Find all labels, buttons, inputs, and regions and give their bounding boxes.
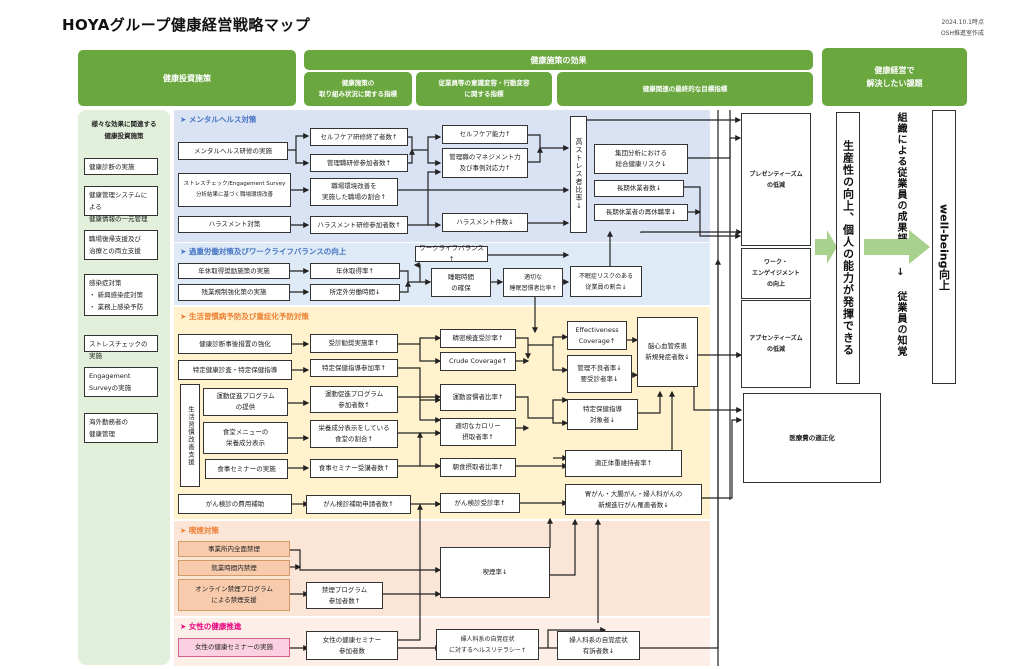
- arrow-icon: [815, 230, 837, 264]
- mental-goal-3: 長期休業者の再休職率↓: [594, 204, 688, 221]
- smoking-kpi-1: 禁煙プログラム 参加者数↑: [306, 582, 383, 609]
- issue-productivity: 生産性の向上、個人の能力が発揮できる: [836, 112, 860, 384]
- lifestyle-measure-3: 運動促進プログラム の提供: [203, 388, 288, 416]
- lifestyle-kpi-4: 栄養成分表示をしている 食堂の割合↑: [310, 420, 398, 448]
- header-investment: 健康投資施策: [78, 50, 296, 106]
- lifestyle-support: 生活習慣改善支援: [180, 384, 200, 487]
- overwork-measure-1: 年休取得奨励施策の実施: [178, 263, 290, 279]
- outcome-presenteeism: プレゼンティーズム の低減: [741, 113, 811, 246]
- smoking-measure-2: 就業時間内禁煙: [178, 560, 290, 576]
- left-item: 健康診断の実施: [84, 158, 158, 175]
- overwork-kpi-1: 年休取得率↑: [310, 263, 400, 279]
- section-women-title: ➤ 女性の健康推進: [180, 622, 242, 631]
- left-item: 感染症対策 ・ 新興感染症対策 ・ 業務上感染予防: [84, 274, 158, 316]
- lifestyle-measure-1: 健康診断事後措置の強化: [178, 334, 292, 354]
- outcome-engagement: ワーク・ エンゲイジメント の向上: [741, 248, 811, 299]
- lifestyle-behavior-5: 朝食摂取者比率↑: [440, 458, 516, 477]
- section-overwork-title: ➤ 過重労働対策及びワークライフバランスの向上: [180, 247, 347, 256]
- section-mental-title: ➤ メンタルヘルス対策: [180, 115, 257, 124]
- lifestyle-goal-1: Effectiveness Coverage↑: [567, 321, 627, 350]
- smoking-measure-3: オンライン禁煙プログラム による禁煙支援: [178, 579, 290, 611]
- page-title: HOYAグループ健康経営戦略マップ: [62, 16, 311, 34]
- mental-behavior-1: セルフケア能力↑: [442, 125, 528, 144]
- cardiovascular-onset: 脳心血管疾患 新規発症者数↓: [637, 317, 698, 387]
- header-effects-sub-1: 健康施策の 取り組み状況に関する指標: [304, 72, 412, 106]
- lifestyle-kpi-3: 運動促進プログラム 参加者数↑: [310, 386, 398, 413]
- sleep-time: 睡眠時間 の確保: [431, 268, 491, 297]
- mental-measure-3: ハラスメント対策: [178, 216, 291, 233]
- left-item: Engagement Surveyの実施: [84, 367, 158, 397]
- women-behavior-1: 婦人科系の自覚症状 に対するヘルスリテラシー↑: [436, 629, 539, 660]
- left-item: 職場復帰支援及び 治療との両立支援: [84, 230, 158, 260]
- issue-wellbeing-label: well-being向上: [937, 203, 951, 291]
- mental-kpi-1: セルフケア研修終了者数↑: [310, 128, 408, 146]
- lifestyle-measure-6: がん検診の費用補助: [178, 494, 292, 514]
- lifestyle-behavior-4: 適切なカロリー 摂取者率↑: [440, 418, 516, 446]
- women-measure-1: 女性の健康セミナーの実施: [178, 638, 290, 657]
- women-kpi-1: 女性の健康セミナー 参加者数: [306, 631, 398, 660]
- lifestyle-kpi-5: 食事セミナー受講者数↑: [310, 459, 398, 478]
- header-effects-sub-2: 従業員等の意識変容・行動変容 に関する指標: [416, 72, 552, 106]
- issue-wellbeing: well-being向上: [932, 110, 956, 384]
- lifestyle-kpi-6: がん検診補助申請者数↑: [306, 495, 411, 514]
- women-goal-1: 婦人科系の自覚症状 有訴者数↓: [557, 631, 640, 660]
- meta-author: OSH推進室作成: [940, 30, 984, 37]
- lifestyle-goal-3: 特定保健指導 対象者↓: [567, 399, 638, 430]
- arrow-icon: [864, 230, 930, 264]
- outcome-absenteeism: アブセンティーズム の低減: [741, 300, 811, 388]
- mental-goal-2: 長期休業者数↓: [594, 180, 684, 197]
- mental-measure-2: ストレスチェック/Engagement Survey 分析結果に基づく職場環境改…: [178, 173, 291, 207]
- mental-kpi-2: 管理職研修参加者数↑: [310, 154, 408, 172]
- lifestyle-behavior-3: 運動習慣者比率↑: [440, 384, 516, 411]
- lifestyle-goal-4: 適正体重維持者率↑: [565, 450, 682, 477]
- header-effects: 健康施策の効果: [304, 50, 813, 70]
- mental-kpi-3: 職場環境改善を 実施した職場の割合↑: [310, 178, 398, 206]
- mental-kpi-4: ハラスメント研修参加者数↑: [310, 216, 408, 234]
- header-issues: 健康経営で 解決したい課題: [822, 48, 967, 106]
- sleep-habit-ratio: 適切な 睡眠習慣者比率↑: [503, 268, 563, 297]
- section-smoking-title: ➤ 喫煙対策: [180, 526, 219, 535]
- mental-goal-1: 集団分析における 総合健康リスク↓: [594, 144, 688, 174]
- lifestyle-behavior-1: 精密検査受診率↑: [440, 329, 516, 348]
- left-item: 海外勤務者の 健康管理: [84, 413, 158, 443]
- lifestyle-behavior-2: Crude Coverage↑: [440, 352, 516, 371]
- lifestyle-measure-4: 食堂メニューの 栄養成分表示: [203, 422, 288, 454]
- overwork-measure-2: 残業規制強化策の実施: [178, 284, 290, 301]
- smoking-measure-1: 事業所内全面禁煙: [178, 541, 290, 557]
- lifestyle-measure-5: 食事セミナーの実施: [205, 459, 288, 479]
- left-panel-title: 様々な効果に関連する 健康投資施策: [91, 120, 157, 140]
- lifestyle-goal-2: 管理不良者率↓ 要受診者率↓: [567, 355, 632, 393]
- header-effects-sub-3: 健康関連の最終的な目標指標: [557, 72, 813, 106]
- lifestyle-behavior-6: がん検診受診率↑: [440, 493, 520, 513]
- mental-measure-1: メンタルヘルス研修の実施: [178, 142, 288, 160]
- mental-behavior-3: ハラスメント件数↓: [442, 213, 528, 232]
- overwork-kpi-2: 所定外労働時間↓: [310, 284, 400, 301]
- meta-info: 2024.10.1時点 OSH推進室作成: [941, 17, 984, 39]
- outcome-medical-cost: 医療費の適正化: [743, 393, 881, 483]
- work-life-balance: ワークライフバランス↑: [415, 244, 488, 263]
- meta-date: 2024.10.1時点: [941, 19, 984, 26]
- left-item: ストレスチェックの実施: [84, 335, 158, 360]
- smoking-rate: 喫煙率↓: [440, 547, 550, 598]
- left-item: 健康管理システムによる 健康情報の一元管理: [84, 186, 158, 223]
- mental-behavior-2: 管理職のマネジメント力 及び事例対応力↑: [442, 148, 528, 178]
- lifestyle-goal-5: 胃がん・大腸がん・婦人科がんの 新規進行がん罹患者数↓: [565, 484, 702, 515]
- insomnia-risk-ratio: 不眠症リスクのある 従業員の割合↓: [570, 266, 642, 297]
- lifestyle-measure-2: 特定健康診査・特定保健指導: [178, 360, 292, 380]
- left-panel: 様々な効果に関連する 健康投資施策 健康診断の実施 健康管理システムによる 健康…: [78, 110, 170, 665]
- lifestyle-kpi-1: 受診勧奨実施率↑: [310, 334, 398, 353]
- section-lifestyle-title: ➤ 生活習慣病予防及び重症化予防対策: [180, 312, 309, 321]
- lifestyle-kpi-2: 特定保健指導参加率↑: [310, 359, 398, 377]
- high-stress-ratio: 高ストレス者比率↓: [570, 116, 587, 233]
- issue-evaluation: 組織による従業員の成果評価 ↓ 従業員の知覚: [895, 112, 906, 357]
